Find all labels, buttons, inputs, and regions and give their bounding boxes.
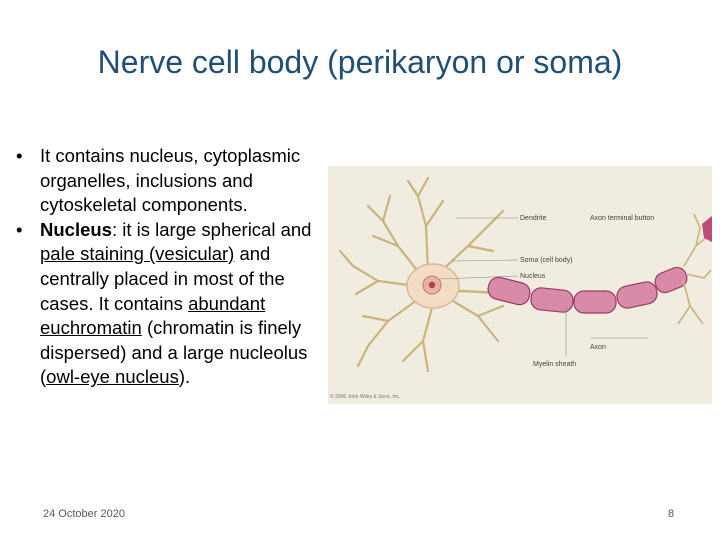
slide-title: Nerve cell body (perikaryon or soma) — [97, 44, 623, 80]
label-dendrite: Dendrite — [520, 215, 547, 222]
axon-terminal-button — [702, 216, 712, 242]
label-myelin: Myelin sheath — [533, 361, 576, 368]
bullet-text: It contains nucleus, cytoplasmic organel… — [40, 145, 301, 216]
figure-copyright: © 2006 John Wiley & Sons, Inc. — [330, 393, 400, 400]
bullet-item: • Nucleus: it is large spherical and pal… — [16, 218, 328, 390]
page-number: 8 — [668, 508, 675, 520]
bullet-lead: Nucleus — [40, 218, 112, 240]
dendrites — [338, 176, 505, 373]
bullet-text: and centrally placed in most of the case… — [40, 243, 285, 314]
axon-terminal-branches — [677, 213, 712, 325]
underlined-term: pale staining (vesicular) — [40, 243, 235, 265]
neuron-figure: Dendrite Axon terminal button Soma (cell… — [328, 166, 712, 404]
nucleolus-shape — [428, 281, 436, 289]
label-soma: Soma (cell body) — [520, 257, 573, 264]
bullet-dot: • — [16, 218, 23, 240]
label-axon-terminal: Axon terminal button — [590, 215, 654, 222]
bullet-list: • It contains nucleus, cytoplasmic organ… — [16, 144, 328, 390]
label-leaders — [439, 217, 648, 356]
myelin-sheath-segments — [487, 266, 688, 314]
underlined-term: owl-eye nucleus — [46, 366, 179, 388]
bullet-item: • It contains nucleus, cytoplasmic organ… — [16, 144, 328, 218]
bullet-dot: • — [16, 145, 23, 166]
bullet-text: (chromatin is finely dispersed) and a la… — [40, 317, 308, 388]
label-nucleus: Nucleus — [520, 273, 546, 280]
label-axon: Axon — [590, 344, 606, 351]
underlined-term: abundant euchromatin — [40, 292, 266, 339]
bullet-text: ). — [178, 366, 191, 388]
footer-date: 24 October 2020 — [43, 508, 125, 520]
bullet-text: : it is large spherical and — [111, 218, 312, 240]
